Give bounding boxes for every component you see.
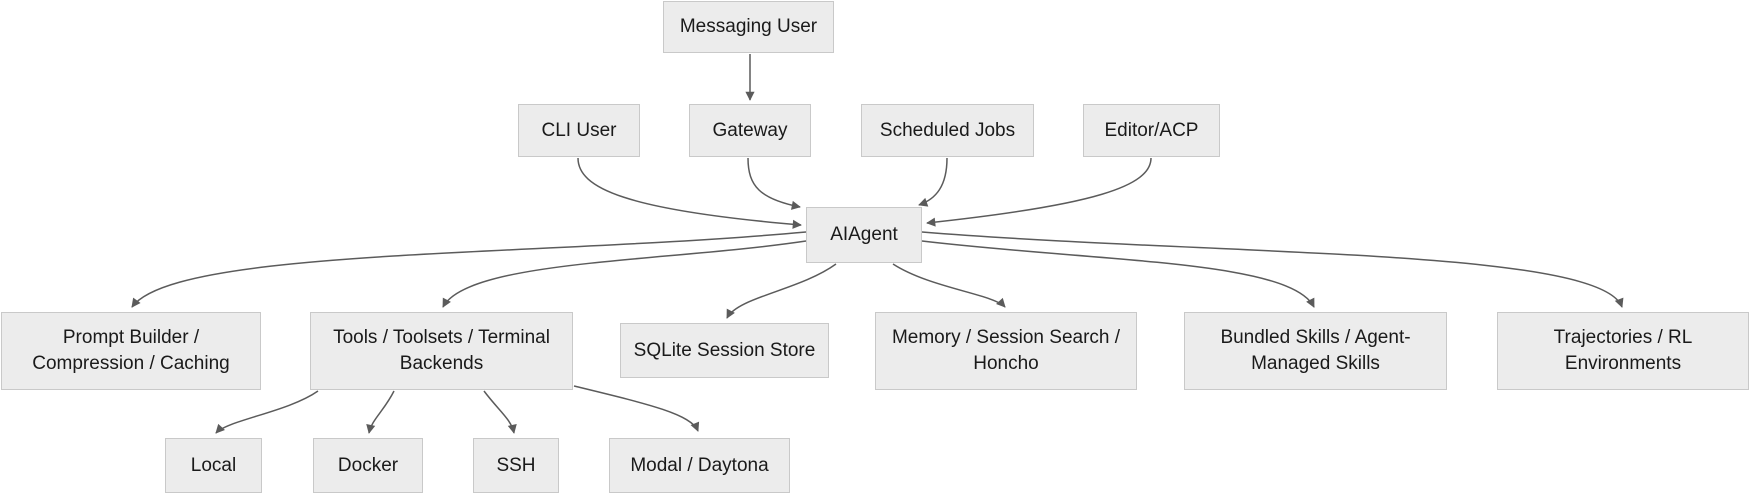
node-cli-user: CLI User bbox=[518, 104, 640, 157]
node-local: Local bbox=[165, 438, 262, 493]
edge-aiagent-to-bundled-skills bbox=[921, 240, 1315, 308]
node-memory-honcho: Memory / Session Search / Honcho bbox=[875, 312, 1137, 390]
node-aiagent: AIAgent bbox=[806, 207, 922, 263]
edge-gateway-to-aiagent bbox=[747, 157, 801, 210]
edge-aiagent-to-trajectories bbox=[921, 231, 1624, 308]
edge-tools-to-modal-daytona bbox=[573, 385, 700, 432]
node-messaging-user: Messaging User bbox=[663, 1, 834, 53]
edge-aiagent-to-sqlite bbox=[726, 263, 837, 319]
node-sqlite-session-store: SQLite Session Store bbox=[620, 323, 829, 378]
node-trajectories: Trajectories / RL Environments bbox=[1497, 312, 1749, 390]
edge-tools-to-ssh bbox=[483, 390, 517, 434]
edge-cli-user-to-aiagent bbox=[577, 157, 802, 229]
node-modal-daytona: Modal / Daytona bbox=[609, 438, 790, 493]
node-gateway: Gateway bbox=[689, 104, 811, 157]
node-bundled-skills: Bundled Skills / Agent- Managed Skills bbox=[1184, 312, 1447, 390]
node-editor-acp: Editor/ACP bbox=[1083, 104, 1220, 157]
node-scheduled-jobs: Scheduled Jobs bbox=[861, 104, 1034, 157]
node-prompt-builder: Prompt Builder / Compression / Caching bbox=[1, 312, 261, 390]
edge-aiagent-to-tools bbox=[442, 240, 807, 308]
edge-tools-to-docker bbox=[366, 390, 395, 434]
edge-aiagent-to-prompt-builder bbox=[131, 231, 807, 308]
edge-tools-to-local bbox=[215, 390, 319, 434]
node-ssh: SSH bbox=[473, 438, 559, 493]
edge-editor-acp-to-aiagent bbox=[926, 157, 1152, 227]
node-docker: Docker bbox=[313, 438, 423, 493]
edge-scheduled-jobs-to-aiagent bbox=[918, 157, 948, 207]
node-tools: Tools / Toolsets / Terminal Backends bbox=[310, 312, 573, 390]
edge-aiagent-to-memory bbox=[892, 263, 1006, 308]
